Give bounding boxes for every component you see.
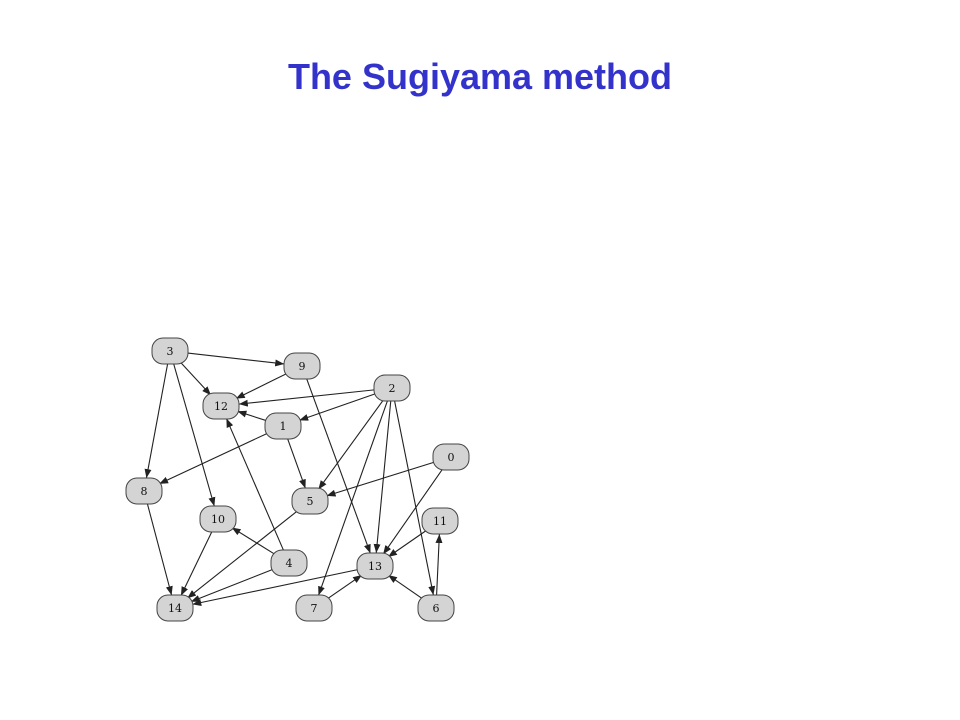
node-12-shape bbox=[202, 392, 240, 420]
edge-1-to-12 bbox=[237, 410, 267, 422]
edge-2-to-7 bbox=[317, 400, 389, 596]
node-1: 1 bbox=[264, 412, 302, 440]
node-3-label: 3 bbox=[167, 345, 174, 358]
node-11: 11 bbox=[421, 507, 459, 535]
edge-8-to-14 bbox=[146, 503, 173, 596]
edge-5-to-14 bbox=[186, 510, 299, 599]
edge-6-to-13 bbox=[387, 574, 424, 600]
edge-2-to-12 bbox=[238, 389, 375, 407]
node-13: 13 bbox=[356, 552, 394, 580]
node-2: 2 bbox=[373, 374, 411, 402]
node-8-shape bbox=[125, 477, 163, 505]
edge-0-to-5 bbox=[326, 461, 435, 497]
node-0-shape bbox=[432, 443, 470, 471]
node-12-label: 12 bbox=[214, 400, 228, 413]
node-7-label: 7 bbox=[311, 602, 318, 615]
node-7: 7 bbox=[295, 594, 333, 622]
edge-13-to-14 bbox=[192, 569, 358, 606]
edge-2-to-13 bbox=[373, 400, 392, 554]
edge-9-to-12 bbox=[235, 372, 288, 400]
node-5-shape bbox=[291, 487, 329, 515]
node-13-label: 13 bbox=[368, 560, 382, 573]
edge-4-to-12 bbox=[225, 418, 285, 551]
node-2-label: 2 bbox=[389, 382, 396, 395]
node-10-shape bbox=[199, 505, 237, 533]
node-14: 14 bbox=[156, 594, 194, 622]
node-9-shape bbox=[283, 352, 321, 380]
node-3-shape bbox=[151, 337, 189, 365]
edge-2-to-1 bbox=[299, 393, 376, 421]
node-1-shape bbox=[264, 412, 302, 440]
edge-layer bbox=[144, 352, 444, 606]
edge-9-to-13 bbox=[306, 378, 371, 554]
edge-2-to-5 bbox=[317, 399, 385, 490]
node-14-label: 14 bbox=[168, 602, 182, 615]
edge-3-to-9 bbox=[187, 352, 285, 367]
edge-7-to-13 bbox=[326, 574, 363, 600]
edge-6-to-11 bbox=[435, 533, 443, 596]
edge-4-to-10 bbox=[231, 526, 276, 556]
node-9-label: 9 bbox=[299, 360, 306, 373]
node-6-label: 6 bbox=[433, 602, 440, 615]
node-8: 8 bbox=[125, 477, 163, 505]
node-12: 12 bbox=[202, 392, 240, 420]
edge-1-to-5 bbox=[287, 438, 306, 489]
node-9: 9 bbox=[283, 352, 321, 380]
node-1-label: 1 bbox=[280, 420, 287, 433]
node-11-shape bbox=[421, 507, 459, 535]
edge-2-to-6 bbox=[394, 400, 436, 596]
edge-0-to-13 bbox=[382, 468, 444, 555]
node-8-label: 8 bbox=[141, 485, 148, 498]
node-10-label: 10 bbox=[211, 513, 225, 526]
edge-11-to-13 bbox=[387, 529, 428, 558]
node-4-label: 4 bbox=[286, 557, 293, 570]
node-6: 6 bbox=[417, 594, 455, 622]
edge-3-to-10 bbox=[173, 363, 216, 507]
node-6-shape bbox=[417, 594, 455, 622]
node-0: 0 bbox=[432, 443, 470, 471]
node-10: 10 bbox=[199, 505, 237, 533]
edge-4-to-14 bbox=[190, 568, 274, 603]
edge-1-to-8 bbox=[158, 432, 269, 485]
node-5-label: 5 bbox=[307, 495, 314, 508]
node-13-shape bbox=[356, 552, 394, 580]
slide-title: The Sugiyama method bbox=[287, 56, 673, 97]
node-5: 5 bbox=[291, 487, 329, 515]
node-4-shape bbox=[270, 549, 308, 577]
node-4: 4 bbox=[270, 549, 308, 577]
edge-3-to-12 bbox=[179, 361, 212, 396]
node-14-shape bbox=[156, 594, 194, 622]
edge-3-to-8 bbox=[144, 363, 169, 479]
node-0-label: 0 bbox=[448, 451, 455, 464]
node-2-shape bbox=[373, 374, 411, 402]
node-11-label: 11 bbox=[433, 515, 447, 528]
node-3: 3 bbox=[151, 337, 189, 365]
edge-10-to-14 bbox=[180, 531, 213, 596]
node-7-shape bbox=[295, 594, 333, 622]
